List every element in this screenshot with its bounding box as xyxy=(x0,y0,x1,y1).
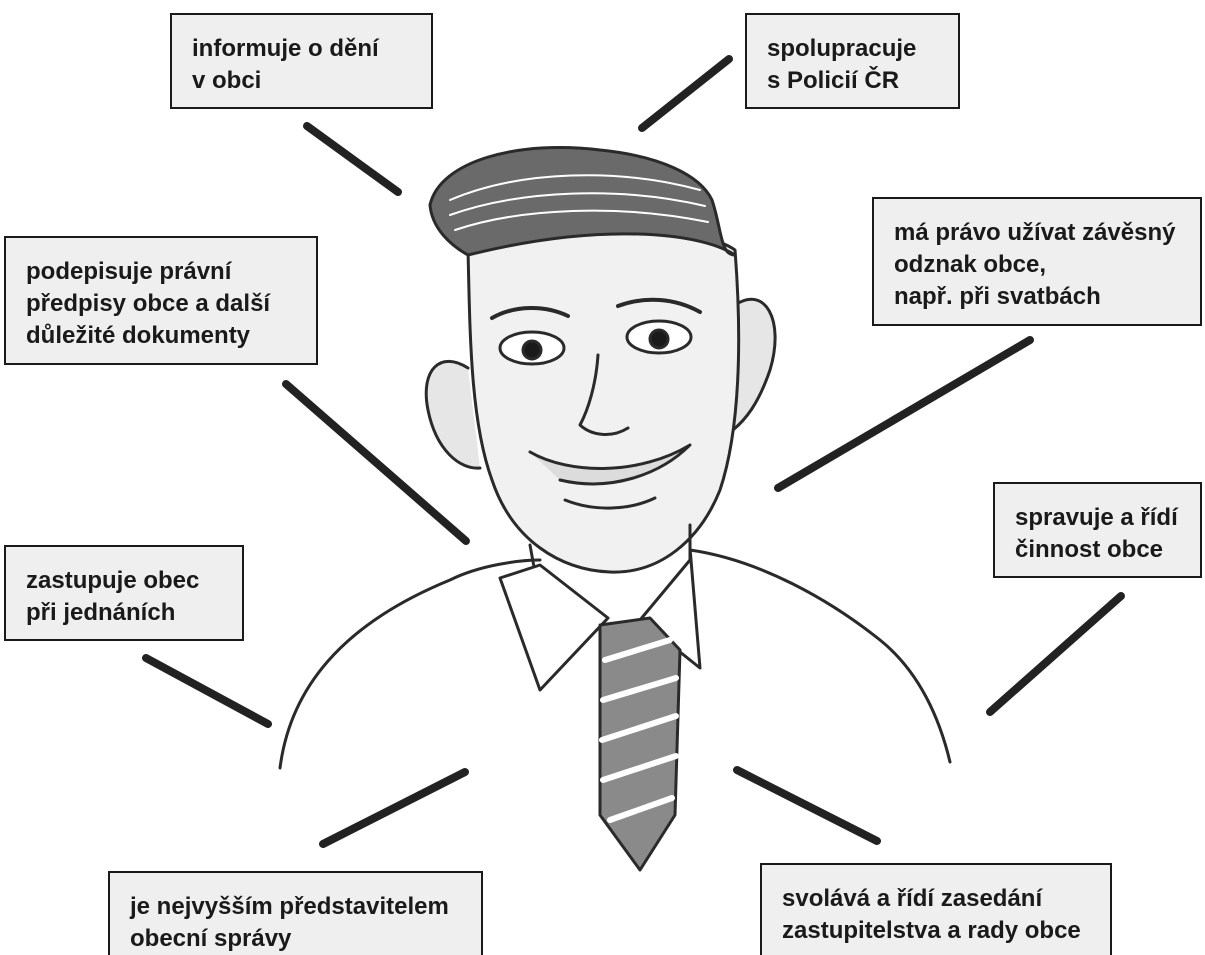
left-ear xyxy=(424,359,482,470)
callout-police-line-2: s Policií ČR xyxy=(767,67,900,94)
callout-signs-line-1: podepisuje právní xyxy=(26,258,232,285)
callout-badge-line-2: odznak obce, xyxy=(894,251,1047,278)
shoulders xyxy=(278,548,952,770)
callout-represents-line-1: zastupuje obec xyxy=(26,567,200,594)
face-outline xyxy=(466,227,741,574)
right-ear xyxy=(731,297,777,432)
connector-badge xyxy=(774,336,1034,492)
connector-manages xyxy=(986,592,1125,716)
callout-convenes: svolává a řídí zasedání zastupitelstva a… xyxy=(760,863,1112,955)
callout-badge-line-1: má právo užívat závěsný xyxy=(894,219,1176,246)
callout-convenes-line-1: svolává a řídí zasedání xyxy=(782,885,1043,912)
callout-signs-line-2: předpisy obce a další xyxy=(26,290,271,317)
callout-manages: spravuje a řídí činnost obce xyxy=(993,482,1202,578)
left-brow xyxy=(490,306,570,320)
connector-signs xyxy=(282,380,470,545)
callout-represents: zastupuje obec při jednáních xyxy=(4,545,244,641)
callout-represents-line-2: při jednáních xyxy=(26,599,176,626)
connector-lines xyxy=(142,55,1125,848)
hair-strands xyxy=(449,174,709,231)
hair xyxy=(428,146,737,257)
callout-police-line-1: spolupracuje xyxy=(767,35,917,62)
mouth xyxy=(528,443,692,486)
callout-manages-line-2: činnost obce xyxy=(1015,536,1164,563)
connector-informs xyxy=(303,122,402,196)
callout-informs: informuje o dění v obci xyxy=(170,13,433,109)
callout-convenes-line-2: zastupitelstva a rady obce xyxy=(782,917,1081,944)
callout-police: spolupracuje s Policií ČR xyxy=(745,13,960,109)
callout-highest-line-2: obecní správy xyxy=(130,925,292,952)
callout-informs-line-1: informuje o dění xyxy=(192,35,379,62)
right-brow xyxy=(616,297,702,314)
tie-stripes xyxy=(599,637,679,823)
callout-manages-line-1: spravuje a řídí xyxy=(1015,504,1178,531)
callout-highest-line-1: je nejvyšším představitelem xyxy=(130,893,449,920)
connector-represents xyxy=(142,654,272,728)
connector-police xyxy=(638,55,733,132)
callout-signs-line-3: důležité dokumenty xyxy=(26,322,251,349)
callout-badge: má právo užívat závěsný odznak obce, nap… xyxy=(872,197,1202,326)
callout-highest: je nejvyšším představitelem obecní správ… xyxy=(108,871,483,955)
connector-convenes xyxy=(733,766,881,845)
connector-highest xyxy=(319,768,469,848)
nose xyxy=(578,353,630,436)
callout-informs-line-2: v obci xyxy=(192,67,262,94)
callout-badge-line-3: např. při svatbách xyxy=(894,283,1101,310)
man-sketch xyxy=(278,146,952,872)
callout-signs: podepisuje právní předpisy obce a další … xyxy=(4,236,318,365)
